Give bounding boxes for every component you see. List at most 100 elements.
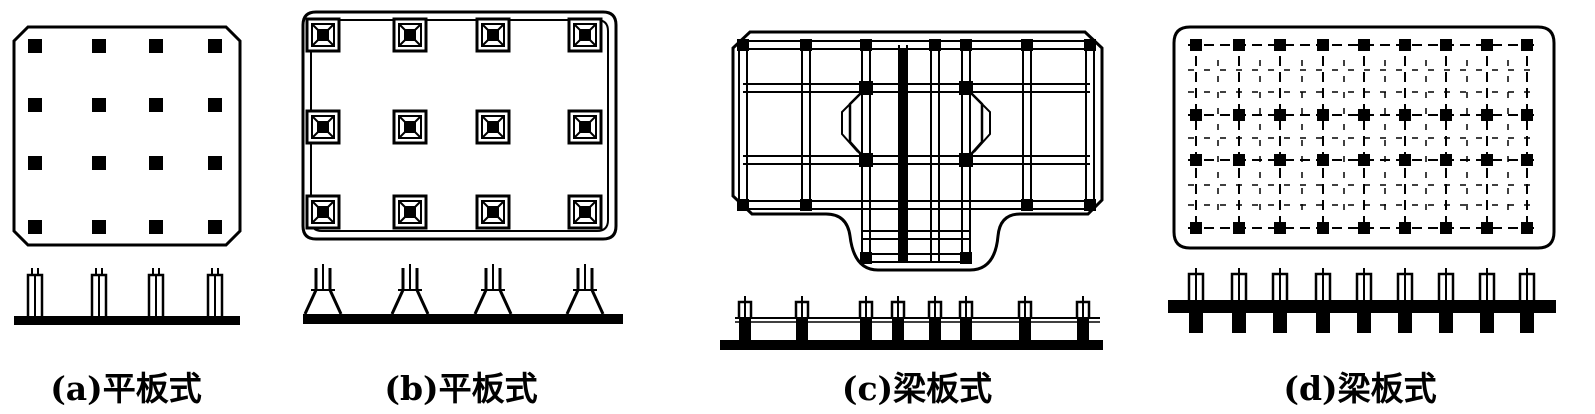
column xyxy=(28,156,42,170)
panel-a xyxy=(12,25,242,325)
column xyxy=(959,81,973,95)
panel-c-caption: (c)梁板式 xyxy=(841,369,993,408)
column xyxy=(859,153,873,167)
beam-rib-section xyxy=(1439,313,1453,333)
column-cap-inner xyxy=(398,200,422,224)
column xyxy=(959,153,973,167)
beam-rib-section xyxy=(1273,313,1287,333)
column xyxy=(800,199,812,211)
column xyxy=(149,98,163,112)
column xyxy=(149,156,163,170)
panel-b-caption: (b)平板式 xyxy=(384,369,538,408)
column xyxy=(28,220,42,234)
column-cap-inner xyxy=(311,23,335,47)
column xyxy=(929,39,941,51)
column-cap-inner xyxy=(573,200,597,224)
column xyxy=(1440,222,1452,234)
beam-rib-section xyxy=(1019,318,1031,340)
beam-rib-section xyxy=(1398,313,1412,333)
beam-rib-section xyxy=(1077,318,1089,340)
column xyxy=(1481,222,1493,234)
column xyxy=(1274,39,1286,51)
column xyxy=(1233,109,1245,121)
raft-slab-section xyxy=(720,340,1103,350)
column xyxy=(1481,109,1493,121)
beam-rib-section xyxy=(892,318,904,340)
column xyxy=(960,39,972,51)
column xyxy=(208,220,222,234)
column xyxy=(1317,222,1329,234)
panel-a-column-grid xyxy=(28,39,222,234)
column xyxy=(1358,39,1370,51)
column xyxy=(149,39,163,53)
column xyxy=(1317,39,1329,51)
column-cap-inner xyxy=(573,115,597,139)
column xyxy=(1521,154,1533,166)
column xyxy=(487,121,499,133)
column xyxy=(960,252,972,264)
beam-rib-section xyxy=(739,318,751,340)
beam-rib-section xyxy=(1357,313,1371,333)
column-cap-inner xyxy=(311,200,335,224)
column xyxy=(1190,39,1202,51)
column xyxy=(28,98,42,112)
column xyxy=(800,39,812,51)
column xyxy=(317,29,329,41)
panel-d-section xyxy=(1168,268,1556,333)
column xyxy=(404,29,416,41)
column xyxy=(1233,154,1245,166)
column xyxy=(92,220,106,234)
panel-c-raft-outline xyxy=(731,30,1104,272)
column-cap-inner xyxy=(573,23,597,47)
column xyxy=(579,121,591,133)
column xyxy=(208,156,222,170)
column xyxy=(1399,39,1411,51)
column xyxy=(1521,109,1533,121)
panel-c-beam-grid xyxy=(737,39,1096,264)
column xyxy=(1274,222,1286,234)
panel-a-caption: (a)平板式 xyxy=(50,369,202,408)
column xyxy=(92,98,106,112)
panel-c xyxy=(720,30,1104,350)
panel-a-raft-outline xyxy=(12,25,242,247)
column xyxy=(28,39,42,53)
column-cap-inner xyxy=(481,115,505,139)
panel-d-caption: (d)梁板式 xyxy=(1283,369,1437,408)
beam-rib-section xyxy=(1189,313,1203,333)
column-cap-inner xyxy=(398,115,422,139)
column xyxy=(404,206,416,218)
column xyxy=(737,39,749,51)
column-cap-inner xyxy=(311,115,335,139)
column xyxy=(1021,39,1033,51)
beam-rib-section xyxy=(796,318,808,340)
column xyxy=(860,252,872,264)
column xyxy=(208,98,222,112)
column xyxy=(317,206,329,218)
column xyxy=(579,29,591,41)
beam-rib-section xyxy=(860,318,872,340)
column xyxy=(487,29,499,41)
panel-c-section xyxy=(720,296,1103,350)
panel-d xyxy=(1168,25,1556,333)
beam-rib-section xyxy=(960,318,972,340)
column xyxy=(1399,154,1411,166)
raft-slab-section xyxy=(14,316,240,325)
column xyxy=(208,39,222,53)
raft-slab-section xyxy=(303,314,623,324)
column xyxy=(860,39,872,51)
column xyxy=(404,121,416,133)
column xyxy=(859,81,873,95)
beam-rib-section xyxy=(1232,313,1246,333)
column xyxy=(92,39,106,53)
column xyxy=(1317,109,1329,121)
beam-rib-section xyxy=(1480,313,1494,333)
column xyxy=(1440,109,1452,121)
column xyxy=(1084,39,1096,51)
column xyxy=(1274,109,1286,121)
column xyxy=(1084,199,1096,211)
column xyxy=(1440,39,1452,51)
main-beam xyxy=(899,50,907,262)
column xyxy=(1190,154,1202,166)
beam-rib-section xyxy=(929,318,941,340)
